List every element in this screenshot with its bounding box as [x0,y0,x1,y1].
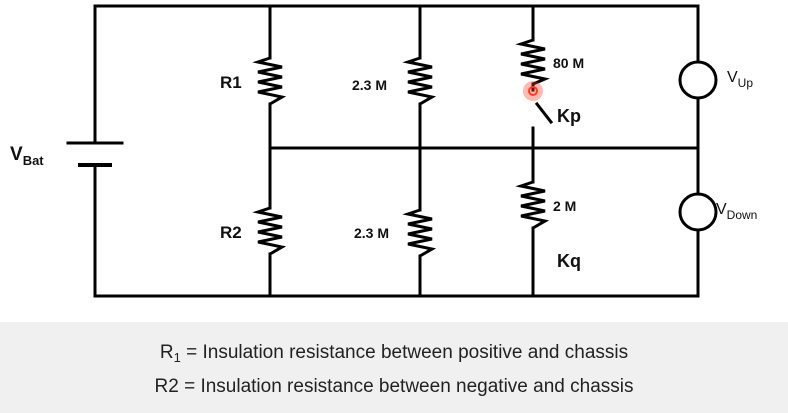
kp-switch-blade [534,101,554,125]
kp-switch-contact [528,86,538,96]
kq-resistor-value-label: 2 M [553,198,576,214]
mid-top-resistor [402,56,437,106]
caption-area [0,322,788,413]
vup-meter [678,60,718,100]
mid-top-value-label: 2.3 M [352,77,387,93]
mid-bottom-resistor [402,208,437,258]
kq-label: Kq [557,251,581,271]
cursor-highlight [523,81,543,101]
kp-label: Kp [557,106,581,126]
r2-resistor [252,206,287,256]
r1-resistor [252,56,287,106]
caption-1-text: = Insulation resistance between positive… [180,342,629,363]
caption-2-text: R2 = Insulation resistance between negat… [154,376,634,397]
kp-resistor-value-label: 80 M [553,55,584,71]
caption-line-2: R2 = Insulation resistance between negat… [0,376,788,398]
caption-line-1: R1 = Insulation resistance between posit… [0,342,788,365]
vdown-label: VDown [716,201,757,222]
caption-1-symbol: R [159,342,174,363]
vdown-meter [678,192,718,232]
vup-label: VUp [727,69,753,90]
mid-bottom-value-label: 2.3 M [354,225,389,241]
caption-1-subscript: 1 [173,350,181,365]
vbat-label: VBat [10,144,44,168]
kq-resistor [515,180,550,230]
r1-label: R1 [220,73,242,92]
kp-resistor [515,38,551,86]
r2-label: R2 [220,223,242,242]
